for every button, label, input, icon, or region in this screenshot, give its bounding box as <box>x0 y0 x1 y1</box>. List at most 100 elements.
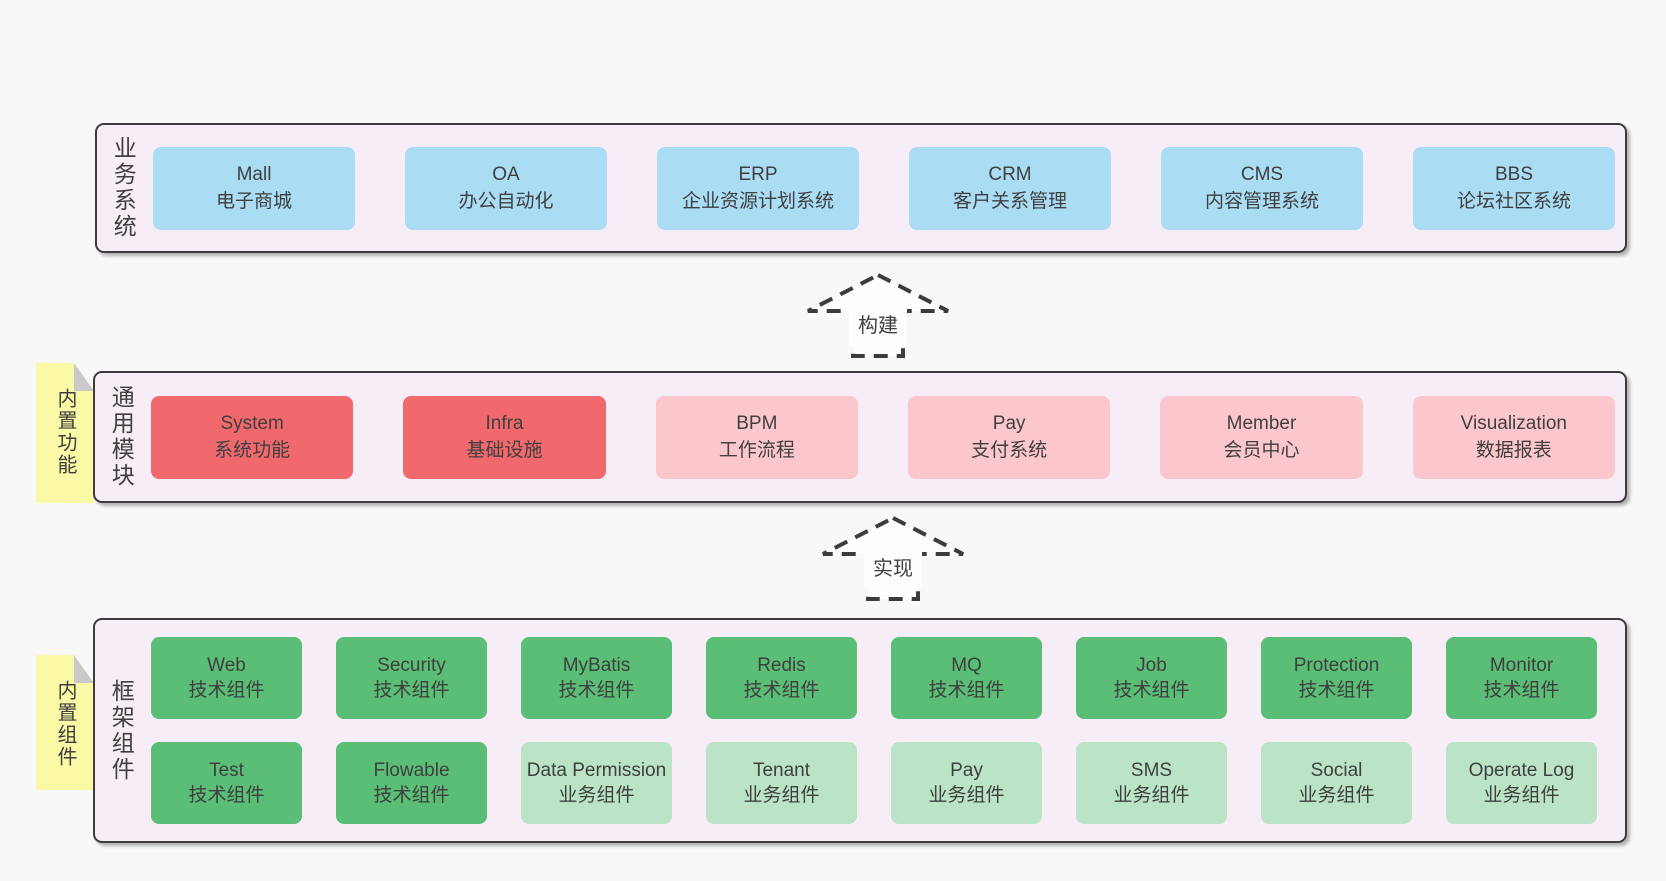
arrow-label: 实现 <box>864 549 922 589</box>
box-pay: Pay 支付系统 <box>907 395 1111 479</box>
box-name: Pay <box>950 760 983 781</box>
box-web: Web 技术组件 <box>151 637 302 719</box>
box-name: Monitor <box>1489 655 1554 676</box>
box-name: OA <box>492 164 520 185</box>
box-name: Web <box>207 655 246 676</box>
fold-corner-icon <box>74 363 94 391</box>
box-desc: 技术组件 <box>188 680 265 701</box>
box-social: Social 业务组件 <box>1261 742 1412 824</box>
band-side-label: 业务系统 <box>110 136 137 240</box>
box-oa: OA 办公自动化 <box>405 146 607 230</box>
box-desc: 业务组件 <box>1113 785 1190 806</box>
box-name: SMS <box>1130 760 1173 781</box>
box-name: Social <box>1310 760 1363 781</box>
sticky-note-builtin-features: 内置功能 <box>36 363 94 503</box>
box-desc: 业务组件 <box>1483 785 1560 806</box>
box-data-permission: Data Permission 业务组件 <box>521 742 672 824</box>
box-desc: 电子商城 <box>215 191 292 212</box>
arrow-build: 构建 <box>805 272 951 360</box>
box-name: CMS <box>1240 164 1284 185</box>
box-name: BPM <box>736 413 778 434</box>
box-pay: Pay 业务组件 <box>891 742 1042 824</box>
box-desc: 系统功能 <box>214 440 291 461</box>
box-desc: 内容管理系统 <box>1204 191 1319 212</box>
box-desc: 技术组件 <box>1483 680 1560 701</box>
box-name: Mall <box>236 164 272 185</box>
box-name: Security <box>377 655 446 676</box>
box-cms: CMS 内容管理系统 <box>1161 146 1363 230</box>
arrow-label: 构建 <box>849 306 907 346</box>
note-label: 内置功能 <box>54 388 76 476</box>
box-desc: 办公自动化 <box>458 191 554 212</box>
box-name: Redis <box>757 655 806 676</box>
box-name: Test <box>209 760 244 781</box>
box-name: ERP <box>738 164 778 185</box>
box-mybatis: MyBatis 技术组件 <box>521 637 672 719</box>
sticky-note-builtin-components: 内置组件 <box>36 655 94 790</box>
box-desc: 支付系统 <box>971 440 1048 461</box>
box-name: Pay <box>992 413 1026 434</box>
box-mall: Mall 电子商城 <box>153 146 355 230</box>
box-name: Tenant <box>752 760 811 781</box>
box-desc: 业务组件 <box>928 785 1005 806</box>
box-desc: 技术组件 <box>558 680 635 701</box>
arrow-implement: 实现 <box>820 515 966 603</box>
box-desc: 技术组件 <box>743 680 820 701</box>
box-name: System <box>220 413 284 434</box>
box-name: Visualization <box>1460 413 1567 434</box>
box-name: MyBatis <box>562 655 631 676</box>
box-name: MQ <box>951 655 982 676</box>
box-name: Job <box>1136 655 1167 676</box>
box-operate-log: Operate Log 业务组件 <box>1446 742 1597 824</box>
box-name: Protection <box>1293 655 1380 676</box>
box-bpm: BPM 工作流程 <box>655 395 858 479</box>
box-desc: 技术组件 <box>1113 680 1190 701</box>
band-side-label: 通用模块 <box>108 385 135 489</box>
box-test: Test 技术组件 <box>151 742 302 824</box>
box-desc: 客户关系管理 <box>952 191 1067 212</box>
box-desc: 论坛社区系统 <box>1456 191 1571 212</box>
box-job: Job 技术组件 <box>1076 637 1227 719</box>
box-desc: 技术组件 <box>373 785 450 806</box>
box-name: Data Permission <box>526 760 667 781</box>
band-framework-components: 框架组件 Web 技术组件 Security 技术组件 MyBatis 技术组件 Redis… <box>93 618 1627 843</box>
box-desc: 技术组件 <box>188 785 265 806</box>
box-mq: MQ 技术组件 <box>891 637 1042 719</box>
box-name: Member <box>1226 413 1297 434</box>
box-name: BBS <box>1494 164 1534 185</box>
box-name: Flowable <box>373 760 450 781</box>
box-system: System 系统功能 <box>151 395 354 479</box>
box-desc: 工作流程 <box>718 440 795 461</box>
box-security: Security 技术组件 <box>336 637 487 719</box>
box-protection: Protection 技术组件 <box>1261 637 1412 719</box>
box-desc: 技术组件 <box>1298 680 1375 701</box>
box-desc: 业务组件 <box>743 785 820 806</box>
box-member: Member 会员中心 <box>1160 395 1363 479</box>
fold-corner-icon <box>74 655 94 683</box>
box-desc: 业务组件 <box>1298 785 1375 806</box>
box-desc: 会员中心 <box>1223 440 1300 461</box>
box-desc: 业务组件 <box>558 785 635 806</box>
band-side-label: 框架组件 <box>108 678 135 783</box>
note-label: 内置组件 <box>54 680 76 768</box>
box-flowable: Flowable 技术组件 <box>336 742 487 824</box>
box-tenant: Tenant 业务组件 <box>706 742 857 824</box>
box-monitor: Monitor 技术组件 <box>1446 637 1597 719</box>
box-crm: CRM 客户关系管理 <box>909 146 1111 230</box>
box-name: Operate Log <box>1468 760 1575 781</box>
box-desc: 技术组件 <box>928 680 1005 701</box>
box-name: CRM <box>988 164 1032 185</box>
box-desc: 技术组件 <box>373 680 450 701</box>
box-desc: 数据报表 <box>1475 440 1552 461</box>
box-sms: SMS 业务组件 <box>1076 742 1227 824</box>
